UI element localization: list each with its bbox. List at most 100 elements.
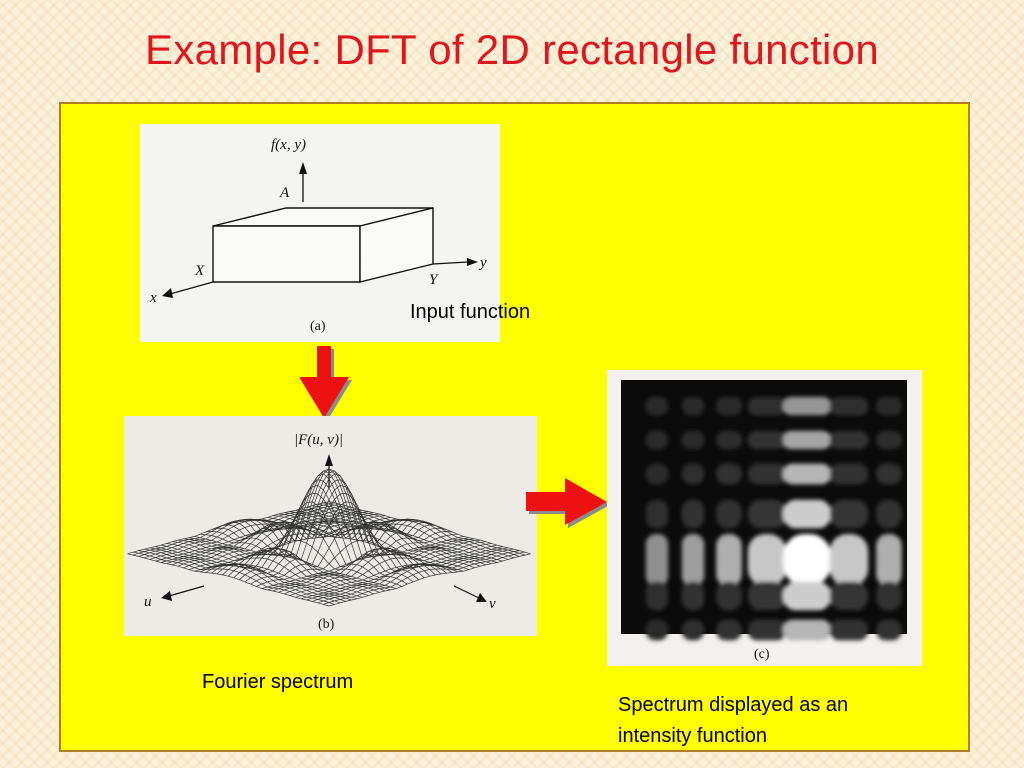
mesh-line [144, 548, 346, 602]
intensity-figure: (c) [607, 370, 922, 666]
intensity-blob [876, 430, 902, 450]
intensity-blob [747, 463, 787, 485]
mesh-line [261, 536, 464, 589]
intensity-caption: Spectrum displayed as an intensity funct… [618, 690, 918, 752]
mesh-line [306, 547, 509, 601]
intensity-blob [645, 430, 669, 450]
intensity-blob [747, 430, 787, 450]
intensity-blob [829, 499, 869, 529]
intensity-image: (c) [621, 380, 907, 662]
intensity-blob [645, 534, 669, 586]
fourier-spectrum-figure: |F(u, v)| u v (b) [124, 416, 537, 636]
intensity-blob [747, 396, 787, 416]
intensity-blob [681, 463, 705, 485]
intensity-blob [716, 430, 742, 450]
f-axis-label: f(x, y) [271, 137, 306, 153]
fourier-spectrum-surface: |F(u, v)| u v (b) [127, 432, 531, 632]
mesh-line [149, 506, 352, 560]
input-function-diagram: f(x, y) A x X y Y (a) [149, 137, 487, 334]
mesh-line [317, 550, 520, 604]
intensity-blob [645, 499, 669, 529]
intensity-blob [681, 581, 705, 611]
intensity-blob [681, 430, 705, 450]
width-label-X: X [194, 263, 205, 279]
intensity-blob [783, 499, 831, 529]
intensity-blob [716, 534, 742, 586]
mesh-line [278, 513, 481, 567]
intensity-blob [645, 581, 669, 611]
mesh-line [127, 553, 330, 607]
intensity-blob [829, 619, 869, 641]
figure-a-label: (a) [310, 319, 326, 334]
v-axis-label: v [489, 596, 496, 612]
intensity-blob [716, 396, 742, 416]
intensity-blob [876, 534, 902, 586]
height-label-A: A [279, 185, 290, 201]
F-axis-label: |F(u, v)| [294, 432, 343, 448]
mesh-line [183, 538, 386, 592]
intensity-blob [645, 396, 669, 416]
mesh-line [138, 550, 341, 604]
intensity-blob [645, 619, 669, 641]
figure-b-label: (b) [318, 617, 335, 632]
intensity-blobs [645, 396, 902, 641]
intensity-blob [747, 581, 787, 611]
mesh-line [244, 501, 447, 583]
intensity-blob [716, 463, 742, 485]
intensity-blob [783, 534, 831, 586]
x-axis-label: x [149, 290, 157, 306]
right-arrow-icon [526, 476, 616, 533]
mesh-line [312, 548, 514, 602]
intensity-blob [681, 396, 705, 416]
down-arrow-icon [299, 346, 360, 431]
intensity-blob [681, 499, 705, 529]
input-function-figure: f(x, y) A x X y Y (a) [140, 124, 500, 342]
intensity-blob [716, 619, 742, 641]
depth-label-Y: Y [429, 272, 439, 288]
intensity-blob [747, 619, 787, 641]
intensity-blob [876, 619, 902, 641]
intensity-blob [876, 396, 902, 416]
intensity-blob [876, 463, 902, 485]
mesh-line [188, 537, 391, 591]
intensity-blob [829, 396, 869, 416]
intensity-blob [829, 430, 869, 450]
intensity-caption-line2: intensity function [618, 725, 767, 747]
intensity-blob [747, 534, 787, 586]
intensity-blob [783, 430, 831, 450]
intensity-blob [783, 619, 831, 641]
mesh-line [244, 492, 447, 574]
mesh-line [211, 501, 414, 583]
mesh-line [267, 537, 470, 591]
intensity-blob [681, 619, 705, 641]
mesh-line [132, 551, 335, 605]
intensity-blob [876, 581, 902, 611]
u-axis-label: u [144, 594, 152, 610]
intensity-blob [716, 499, 742, 529]
mesh-line [272, 538, 475, 592]
intensity-caption-line1: Spectrum displayed as an [618, 694, 849, 716]
intensity-blob [681, 534, 705, 586]
mesh-line [328, 553, 531, 607]
intensity-blob [829, 463, 869, 485]
mesh-line [149, 547, 352, 601]
spectrum-mesh [127, 468, 531, 607]
input-function-caption: Input function [410, 301, 531, 323]
slide-title: Example: DFT of 2D rectangle function [145, 26, 879, 73]
fourier-spectrum-caption: Fourier spectrum [202, 671, 354, 693]
intensity-blob [716, 581, 742, 611]
mesh-line [160, 544, 363, 598]
intensity-blob [645, 463, 669, 485]
intensity-blob [783, 396, 831, 416]
figure-c-label: (c) [754, 647, 770, 662]
mesh-line [323, 551, 526, 605]
mesh-line [211, 492, 414, 574]
mesh-line [306, 506, 509, 560]
intensity-blob [876, 499, 902, 529]
y-axis-label: y [478, 255, 487, 271]
mesh-line [177, 513, 380, 567]
intensity-blob [783, 463, 831, 485]
mesh-line [194, 536, 397, 589]
intensity-blob [747, 499, 787, 529]
intensity-blob [829, 581, 869, 611]
